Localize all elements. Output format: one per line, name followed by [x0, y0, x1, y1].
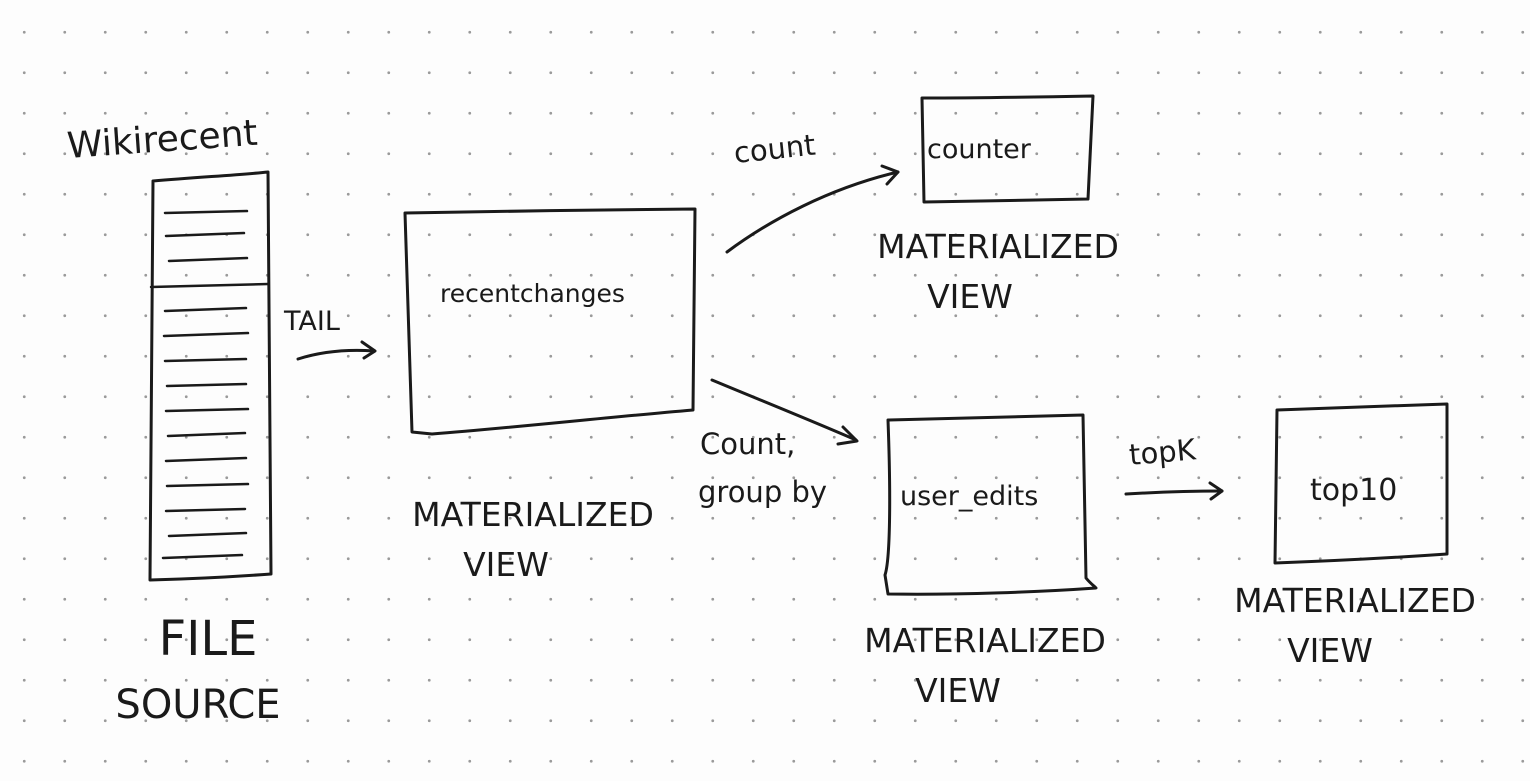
user-edits-box — [883, 413, 1098, 596]
user-edits-label: user_edits — [900, 481, 1038, 512]
arrow-count-head — [880, 164, 900, 186]
edge-tail-label: TAIL — [283, 306, 340, 337]
edge-count-label: count — [732, 128, 817, 170]
top10-box — [1273, 402, 1449, 565]
file-source-type-line1: FILE — [159, 611, 258, 667]
recentchanges-caption-line2: VIEW — [463, 545, 549, 584]
file-source-divider — [149, 282, 270, 289]
node-recentchanges: recentchanges MATERIALIZED VIEW — [403, 207, 697, 584]
edge-topk-label: topK — [1128, 432, 1198, 472]
user-edits-caption-line2: VIEW — [915, 671, 1001, 710]
edge-count-group-by-label-line1: Count, — [700, 427, 795, 461]
counter-caption-line2: VIEW — [927, 277, 1013, 316]
top10-caption-line1: MATERIALIZED — [1234, 581, 1476, 620]
file-source: Wikirecent FILE SOURCE — [66, 113, 281, 728]
counter-label: counter — [927, 134, 1032, 165]
arrow-tail — [296, 348, 376, 361]
recentchanges-label: recentchanges — [440, 279, 625, 308]
node-top10: top10 MATERIALIZED VIEW — [1234, 402, 1476, 670]
top10-label: top10 — [1310, 473, 1397, 508]
edge-count-group-by-label-line2: group by — [698, 475, 827, 509]
source-name-label: Wikirecent — [66, 113, 259, 167]
arrow-count — [725, 170, 900, 254]
node-user-edits: user_edits MATERIALIZED VIEW — [864, 413, 1106, 710]
arrow-tail-head — [360, 340, 377, 360]
recentchanges-box — [403, 207, 697, 436]
arrow-count-group-by-head — [836, 425, 859, 446]
file-source-lines — [161, 209, 250, 560]
edge-count: count — [725, 128, 900, 254]
edge-count-group-by: Count, group by — [698, 378, 859, 509]
edge-tail: TAIL — [283, 306, 377, 361]
recentchanges-caption-line1: MATERIALIZED — [412, 495, 654, 534]
arrow-count-group-by — [710, 378, 858, 442]
counter-box — [920, 94, 1095, 204]
arrow-topk — [1124, 489, 1224, 496]
edge-topk: topK — [1124, 432, 1224, 501]
node-counter: counter MATERIALIZED VIEW — [877, 94, 1119, 316]
user-edits-caption-line1: MATERIALIZED — [864, 621, 1106, 660]
counter-caption-line1: MATERIALIZED — [877, 227, 1119, 266]
arrow-topk-head — [1208, 481, 1224, 501]
file-source-type-line2: SOURCE — [115, 682, 280, 728]
top10-caption-line2: VIEW — [1287, 631, 1373, 670]
file-source-box — [148, 170, 273, 582]
